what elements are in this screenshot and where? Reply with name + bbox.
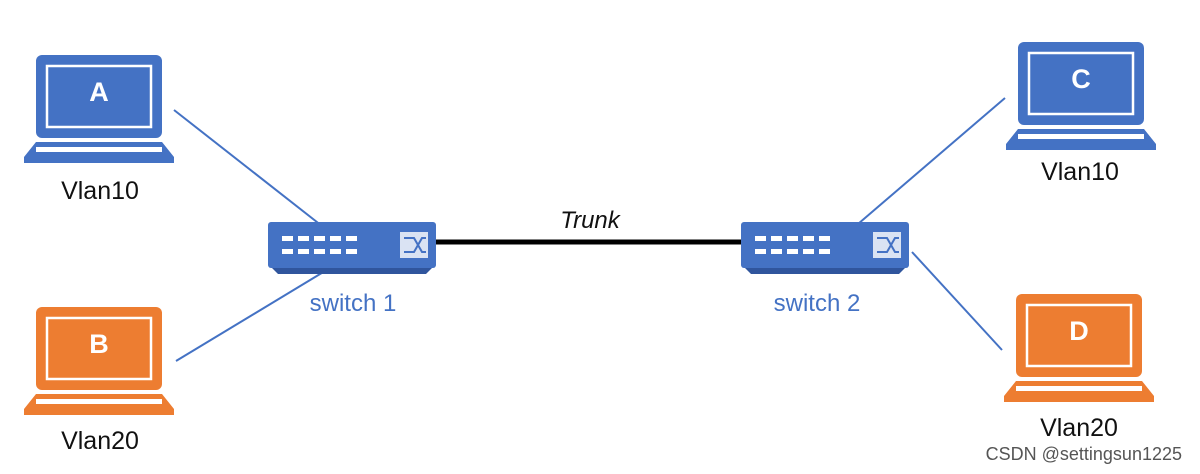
host-c-vlan-label: Vlan10 bbox=[1041, 158, 1119, 186]
switch-1-label: switch 1 bbox=[310, 290, 397, 317]
host-b: B bbox=[24, 307, 174, 415]
switch-2-label: switch 2 bbox=[774, 290, 861, 317]
laptop-icon bbox=[24, 307, 174, 415]
switch-1 bbox=[268, 222, 436, 274]
switch-2 bbox=[741, 222, 909, 274]
host-a: A bbox=[24, 55, 174, 163]
host-d-letter: D bbox=[1069, 316, 1089, 346]
link-b-switch1 bbox=[175, 267, 331, 362]
trunk-label: Trunk bbox=[560, 207, 622, 234]
laptop-icon bbox=[24, 55, 174, 163]
host-a-vlan-label: Vlan10 bbox=[61, 177, 139, 205]
laptop-icon bbox=[1004, 294, 1154, 402]
host-b-letter: B bbox=[89, 329, 109, 359]
link-c-switch2 bbox=[857, 97, 1006, 225]
network-switch-icon bbox=[268, 222, 436, 274]
laptop-icon bbox=[1006, 42, 1156, 150]
watermark: CSDN @settingsun1225 bbox=[986, 444, 1182, 464]
host-c: C bbox=[1006, 42, 1156, 150]
network-switch-icon bbox=[741, 222, 909, 274]
host-b-vlan-label: Vlan20 bbox=[61, 427, 139, 455]
link-a-switch1 bbox=[173, 109, 323, 227]
host-a-letter: A bbox=[89, 77, 109, 107]
host-c-letter: C bbox=[1071, 64, 1091, 94]
host-d-vlan-label: Vlan20 bbox=[1040, 414, 1118, 442]
link-d-switch2 bbox=[911, 251, 1003, 351]
host-d: D bbox=[1004, 294, 1154, 402]
